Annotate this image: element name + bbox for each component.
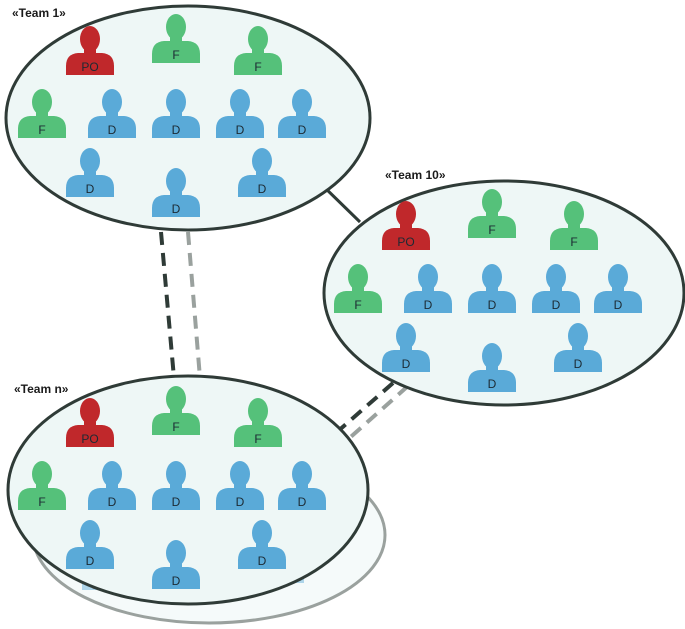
person-role-label: D <box>236 495 245 509</box>
team-10-title: «Team 10» <box>385 168 446 182</box>
person-d-icon: D <box>382 323 430 372</box>
person-role-label: D <box>614 298 623 312</box>
link-team1-teamn-light <box>186 231 202 379</box>
person-role-label: PO <box>81 60 98 74</box>
person-role-label: F <box>354 298 361 312</box>
team-n-title: «Team n» <box>14 382 69 396</box>
person-role-label: D <box>172 574 181 588</box>
link-team1-teamn-dark <box>159 231 176 379</box>
person-role-label: D <box>258 182 267 196</box>
person-role-label: D <box>258 554 267 568</box>
team-links <box>159 181 410 444</box>
person-role-label: D <box>488 377 497 391</box>
person-d-icon: D <box>404 264 452 313</box>
person-role-label: F <box>570 235 577 249</box>
team-1-title: «Team 1» <box>12 6 66 20</box>
person-f-icon: F <box>234 26 282 75</box>
person-po-icon: PO <box>66 398 114 447</box>
person-role-label: D <box>298 123 307 137</box>
person-role-label: D <box>172 202 181 216</box>
person-f-icon: F <box>18 89 66 138</box>
person-role-label: PO <box>397 235 414 249</box>
team-10-group: PO F F F D D D D D D D <box>322 179 685 407</box>
person-d-icon: D <box>66 520 114 569</box>
person-d-icon: D <box>152 168 200 217</box>
link-team10-teamn-light <box>343 384 410 444</box>
person-role-label: D <box>108 495 117 509</box>
person-d-icon: D <box>152 461 200 510</box>
person-role-label: D <box>552 298 561 312</box>
person-role-label: F <box>172 420 179 434</box>
person-f-icon: F <box>334 264 382 313</box>
person-role-label: F <box>38 495 45 509</box>
link-team10-teamn-dark <box>335 381 395 434</box>
person-d-icon: D <box>66 148 114 197</box>
person-d-icon: D <box>278 461 326 510</box>
person-d-icon: D <box>278 89 326 138</box>
teams: PO F F F D D D D D D D PO F F F D D D D D D D PO F F F D D D D D D D <box>4 4 685 606</box>
person-f-icon: F <box>550 201 598 250</box>
person-role-label: D <box>172 123 181 137</box>
person-role-label: D <box>488 298 497 312</box>
person-role-label: F <box>254 60 261 74</box>
person-po-icon: PO <box>66 26 114 75</box>
person-role-label: D <box>402 357 411 371</box>
person-d-icon: D <box>532 264 580 313</box>
person-d-icon: D <box>152 540 200 589</box>
person-role-label: D <box>298 495 307 509</box>
person-f-icon: F <box>152 14 200 63</box>
person-d-icon: D <box>88 89 136 138</box>
person-d-icon: D <box>468 343 516 392</box>
person-d-icon: D <box>554 323 602 372</box>
person-role-label: D <box>424 298 433 312</box>
person-d-icon: D <box>216 461 264 510</box>
person-role-label: D <box>86 182 95 196</box>
person-d-icon: D <box>468 264 516 313</box>
person-role-label: D <box>236 123 245 137</box>
person-d-icon: D <box>594 264 642 313</box>
person-f-icon: F <box>152 386 200 435</box>
person-d-icon: D <box>216 89 264 138</box>
person-d-icon: D <box>238 148 286 197</box>
team-1-group: PO F F F D D D D D D D <box>4 4 372 232</box>
person-role-label: PO <box>81 432 98 446</box>
person-role-label: D <box>86 554 95 568</box>
person-po-icon: PO <box>382 201 430 250</box>
person-f-icon: F <box>468 189 516 238</box>
person-d-icon: D <box>238 520 286 569</box>
person-role-label: F <box>488 223 495 237</box>
person-role-label: F <box>38 123 45 137</box>
person-role-label: F <box>172 48 179 62</box>
person-d-icon: D <box>88 461 136 510</box>
person-d-icon: D <box>152 89 200 138</box>
person-role-label: D <box>574 357 583 371</box>
person-role-label: F <box>254 432 261 446</box>
person-role-label: D <box>108 123 117 137</box>
person-f-icon: F <box>18 461 66 510</box>
person-f-icon: F <box>234 398 282 447</box>
person-role-label: D <box>172 495 181 509</box>
team-n-group: PO F F F D D D D D D D <box>6 374 370 606</box>
